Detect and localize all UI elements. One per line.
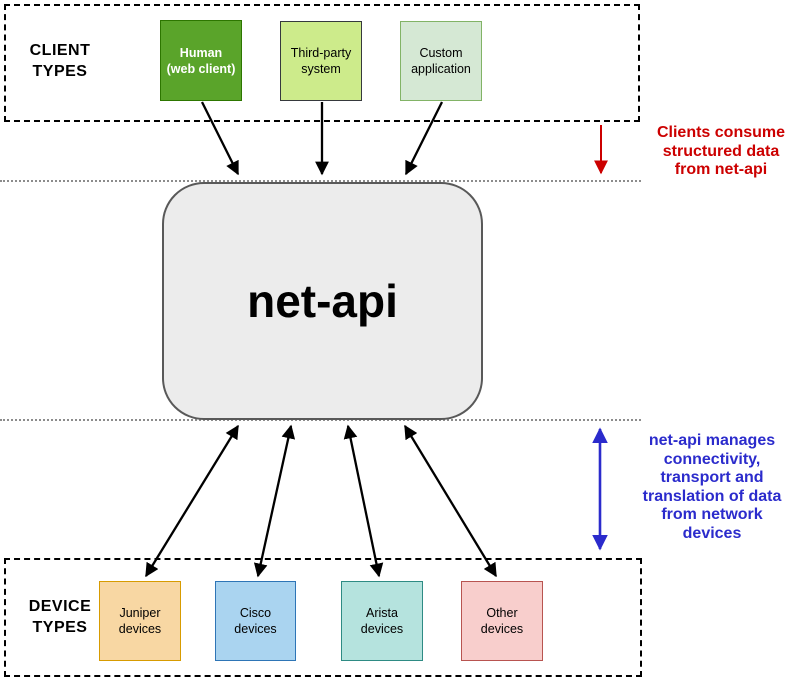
node-third-party-system: Third-party system <box>280 21 362 101</box>
separator-line-bottom <box>0 419 641 421</box>
separator-line-top <box>0 180 641 182</box>
annotation-netapi-manages: net-api manages connectivity, transport … <box>642 432 782 542</box>
device-types-group-box <box>4 558 642 677</box>
node-net-api: net-api <box>162 182 483 420</box>
node-cisco-devices: Cisco devices <box>215 581 296 661</box>
node-juniper-devices: Juniper devices <box>99 581 181 661</box>
node-arista-devices: Arista devices <box>341 581 423 661</box>
node-other-devices: Other devices <box>461 581 543 661</box>
node-custom-application: Custom application <box>400 21 482 101</box>
arrow-netapi-other <box>404 424 497 578</box>
arrow-netapi-arista <box>343 424 384 578</box>
node-human-web-client: Human (web client) <box>160 20 242 101</box>
arrow-netapi-juniper <box>145 424 239 578</box>
client-types-title: CLIENT TYPES <box>29 42 91 80</box>
arrow-netapi-cisco <box>253 424 296 578</box>
device-types-title: DEVICE TYPES <box>28 598 92 636</box>
annotation-clients-consume: Clients consume structured data from net… <box>656 124 786 178</box>
netapi-to-device-arrows <box>145 424 497 578</box>
